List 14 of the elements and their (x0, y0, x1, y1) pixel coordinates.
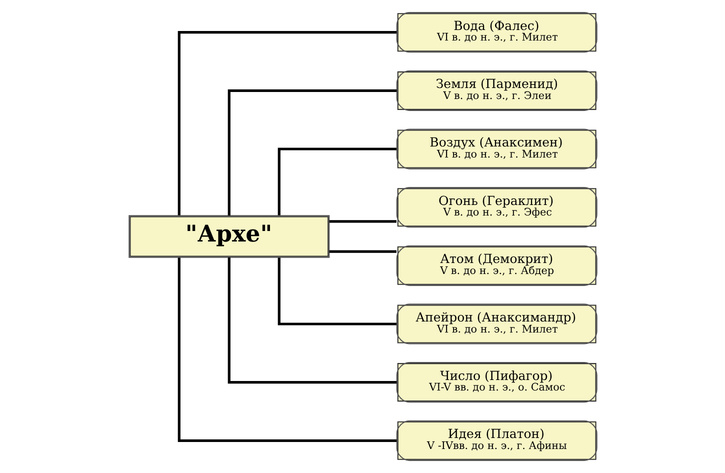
connector (177, 31, 396, 216)
node-text: Огонь (Гераклит) V в. до н. э., г. Эфес (438, 192, 554, 219)
connector (277, 258, 396, 326)
node-text: Идея (Платон) V -IVвв. до н. э., г. Афины (426, 426, 566, 452)
node-text: Земля (Парменид) V в. до н. э., г. Элеи (435, 76, 558, 102)
node-text: Атом (Демокрит) V в. до н. э., г. Абдер (440, 251, 554, 277)
node-text: Число (Пифагор) VI-V вв. до н. э., о. Самос (428, 368, 565, 394)
connector (227, 257, 396, 384)
connector (227, 89, 396, 216)
connector (277, 148, 396, 216)
connector (177, 258, 396, 442)
connector (328, 250, 396, 253)
connector (328, 220, 396, 223)
node-text: Вода (Фалес) VI в. до н. э., г. Милет (436, 18, 558, 44)
